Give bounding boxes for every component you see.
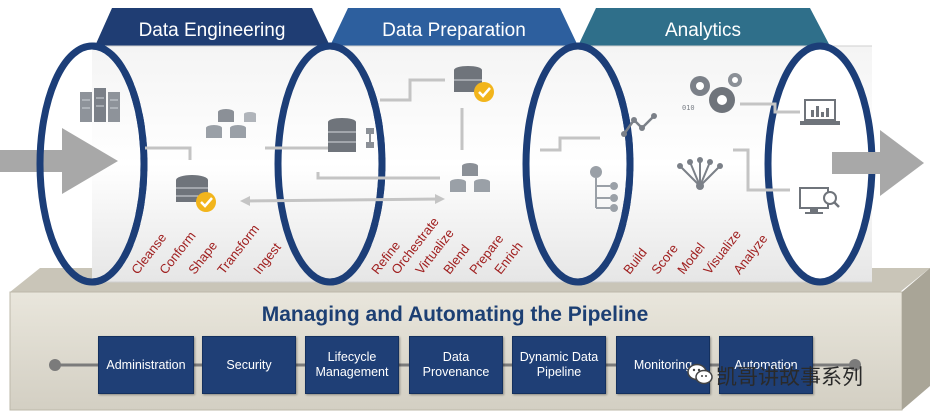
- header-data-engineering: Data Engineering: [138, 20, 286, 41]
- svg-text:010: 010: [682, 104, 695, 112]
- header-tab-engineering: [95, 8, 330, 46]
- database-check-icon: [176, 175, 216, 212]
- watermark-text: 凯哥讲故事系列: [716, 365, 863, 389]
- header-analytics: Analytics: [664, 20, 742, 41]
- lifecycle-label-line2: Management: [315, 365, 389, 379]
- flow-connectors: [145, 78, 800, 206]
- line-graph-icon: [621, 113, 657, 137]
- dynamic-data-pipeline-button[interactable]: Dynamic Data Pipeline: [512, 336, 606, 394]
- lifecycle-label-line1: Lifecycle: [327, 350, 377, 364]
- pipeline-label-line2: Pipeline: [536, 365, 582, 379]
- laptop-chart-icon: [800, 99, 840, 125]
- data-provenance-button[interactable]: Data Provenance: [409, 336, 503, 394]
- output-arrow-icon: [832, 130, 924, 196]
- header-data-preparation: Data Preparation: [382, 20, 526, 41]
- automation-label: Automation: [734, 357, 798, 372]
- header-tab-analytics: [578, 8, 830, 46]
- input-arrow-icon: [0, 128, 118, 194]
- monitoring-label: Monitoring: [633, 357, 693, 372]
- server-rack-icon: [80, 88, 120, 122]
- database-process-icon: [328, 118, 374, 152]
- hierarchy-icon: [590, 166, 618, 212]
- administration-label: Administration: [106, 357, 186, 372]
- header-tab-preparation: [330, 8, 578, 46]
- base-title: Managing and Automating the Pipeline: [261, 303, 649, 326]
- gears-icon: 010: [682, 73, 742, 113]
- lifecycle-management-button[interactable]: Lifecycle Management: [305, 336, 399, 394]
- pipeline-rings: [36, 42, 876, 286]
- network-fan-icon: [677, 157, 723, 190]
- monitor-search-icon: [799, 187, 840, 214]
- provenance-label-line1: Data: [442, 350, 470, 364]
- pipeline-label-line1: Dynamic Data: [519, 350, 599, 364]
- wechat-icon: [687, 363, 713, 385]
- database-cluster-icon: [206, 109, 256, 138]
- provenance-label-line2: Provenance: [422, 365, 490, 379]
- automation-button[interactable]: Automation: [719, 336, 813, 394]
- database-top-check-icon: [454, 66, 494, 102]
- administration-button[interactable]: Administration: [98, 336, 194, 394]
- database-cluster-right-icon: [450, 163, 490, 192]
- security-button[interactable]: Security: [202, 336, 296, 394]
- security-label: Security: [226, 357, 272, 372]
- header-tabs: [95, 8, 830, 46]
